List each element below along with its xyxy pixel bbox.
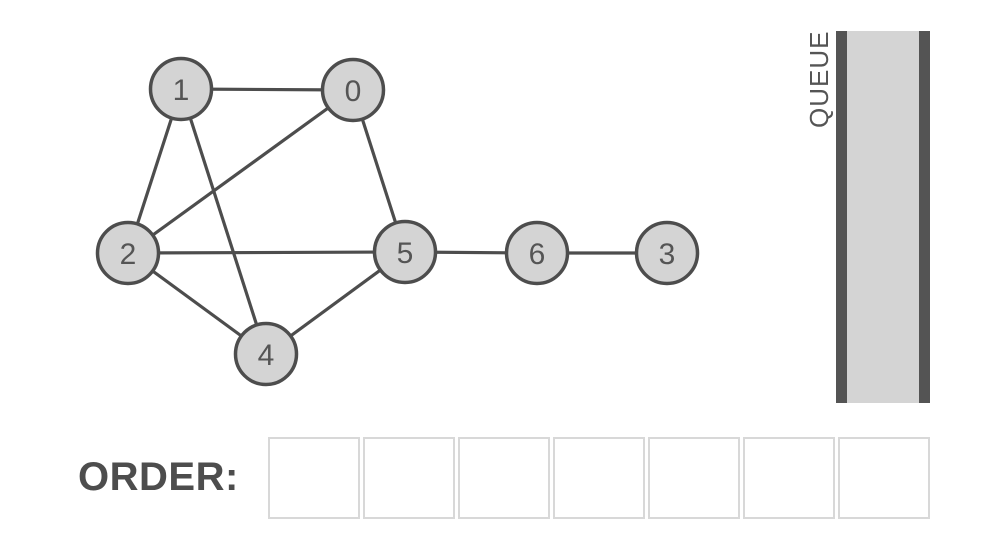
graph-node-5[interactable] xyxy=(372,219,438,285)
graph-edge-2-5 xyxy=(127,250,406,255)
graph-edge-0-2 xyxy=(127,88,354,255)
graph-node-3[interactable] xyxy=(634,220,700,286)
order-slots-row xyxy=(268,437,930,519)
order-slot-2 xyxy=(458,437,550,519)
graph-node-6[interactable] xyxy=(504,220,570,286)
order-slot-5 xyxy=(743,437,835,519)
graph-edge-1-4 xyxy=(179,88,268,355)
graph-node-0[interactable] xyxy=(320,57,386,123)
graph-node-2[interactable] xyxy=(95,220,161,286)
order-slot-1 xyxy=(363,437,455,519)
order-slot-3 xyxy=(553,437,645,519)
order-slot-0 xyxy=(268,437,360,519)
graph-node-4[interactable] xyxy=(233,321,299,387)
queue-label: QUEUE xyxy=(804,30,834,128)
graph-node-1[interactable] xyxy=(148,56,214,122)
order-slot-6 xyxy=(838,437,930,519)
order-slot-4 xyxy=(648,437,740,519)
order-label: ORDER: xyxy=(78,455,239,499)
queue-container xyxy=(836,31,930,403)
